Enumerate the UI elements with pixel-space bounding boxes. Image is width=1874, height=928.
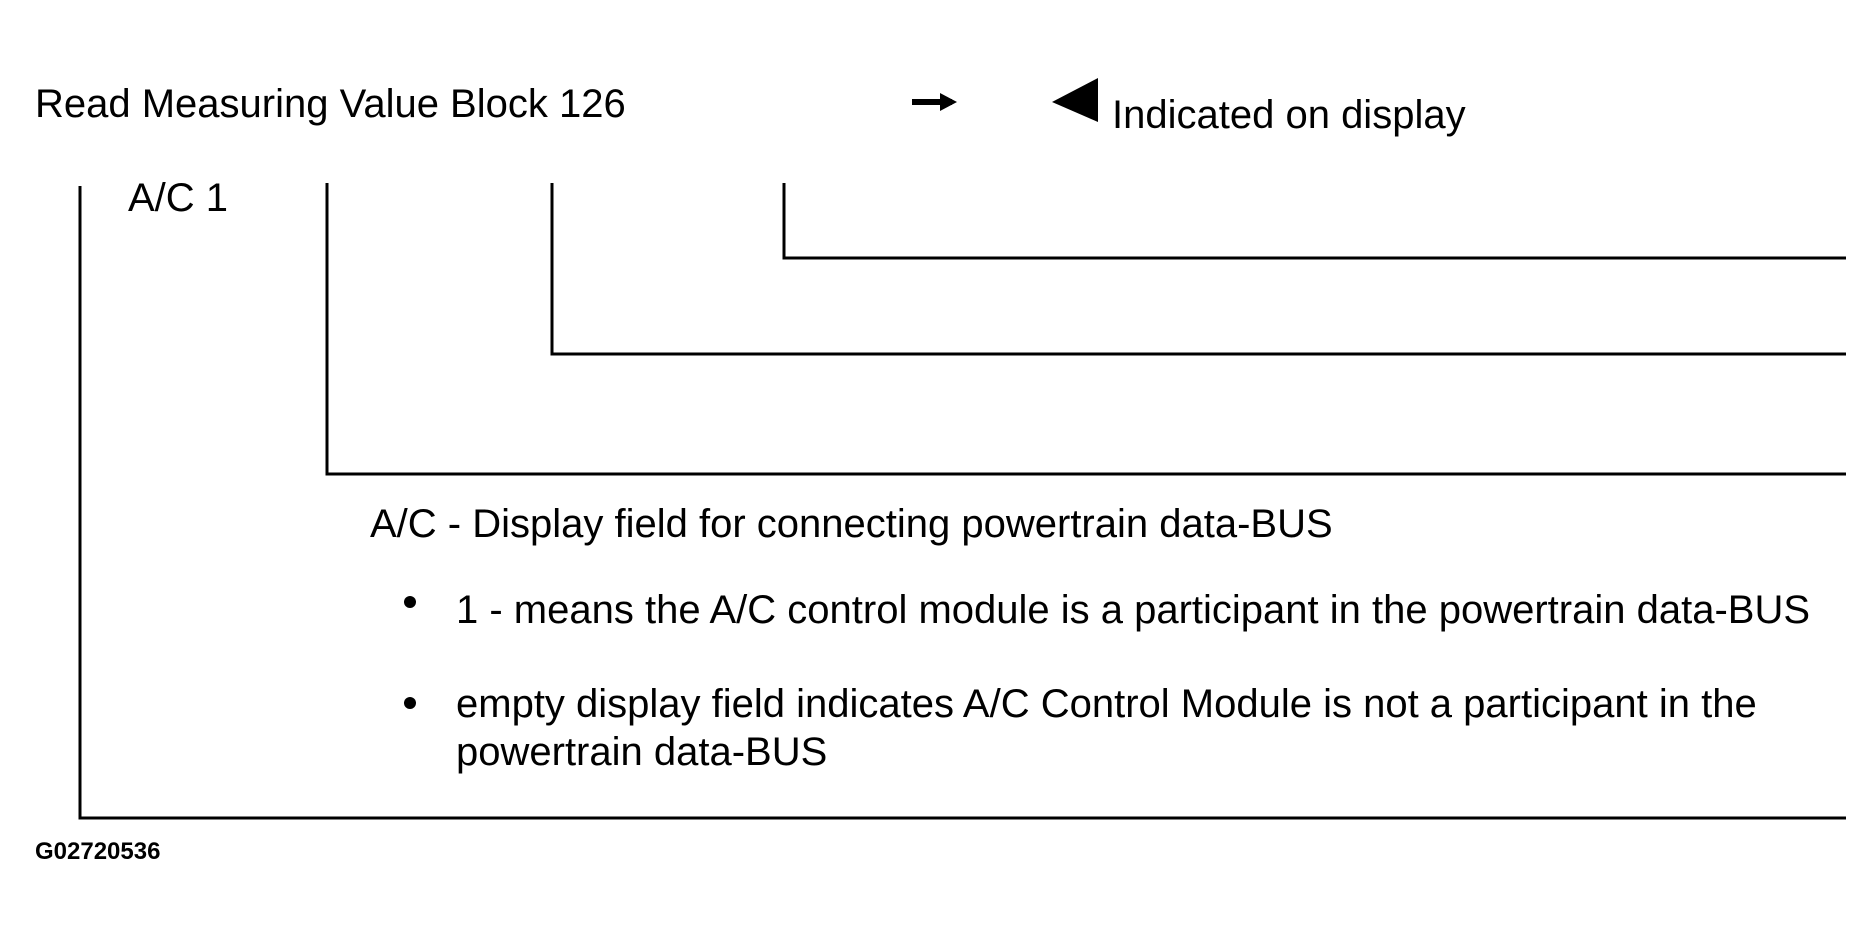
bullet-dot xyxy=(404,596,416,608)
leader-line-ac xyxy=(325,183,1846,476)
bullet-dot xyxy=(404,697,416,709)
block-title: Read Measuring Value Block 126 xyxy=(35,82,626,126)
outer-bracket-line xyxy=(78,186,1846,820)
display-indicator-label: Indicated on display xyxy=(1112,93,1466,137)
figure-id: G02720536 xyxy=(35,838,161,865)
triangle-left-icon xyxy=(1052,78,1098,122)
description-heading: A/C - Display field for connecting power… xyxy=(370,502,1333,546)
leader-line-field-2 xyxy=(550,183,1846,356)
bullet-item: 1 - means the A/C control module is a pa… xyxy=(456,588,1811,632)
bullet-item: empty display field indicates A/C Contro… xyxy=(456,682,1757,774)
ac-field-label: A/C 1 xyxy=(128,176,229,220)
arrow-right-icon xyxy=(912,93,957,111)
leader-line-field-3 xyxy=(782,183,1846,260)
